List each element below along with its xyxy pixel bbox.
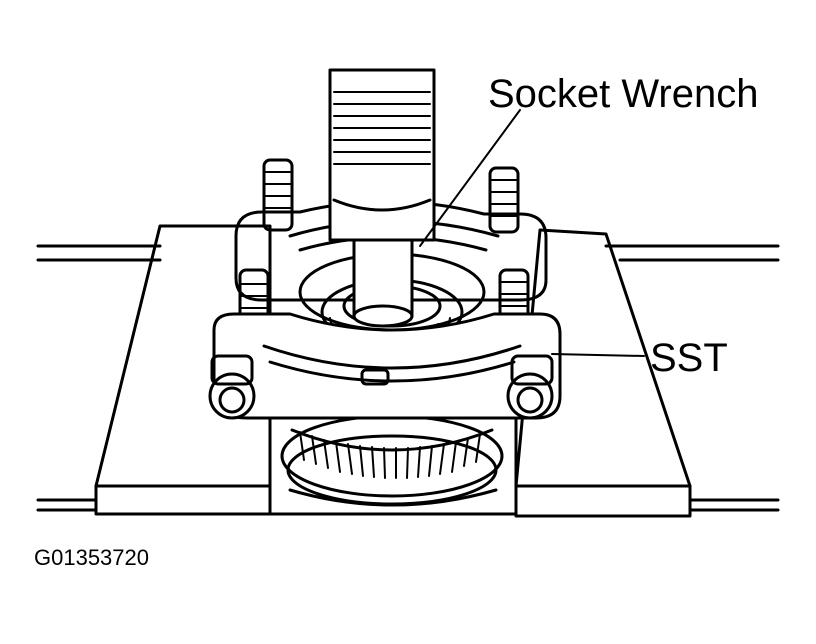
press-bed — [36, 244, 780, 512]
socket-wrench — [328, 68, 436, 328]
bolt-heads — [208, 354, 554, 420]
figure-id: G01353720 — [34, 545, 149, 570]
sst-lower-plate — [212, 312, 562, 420]
sst-label: SST — [650, 336, 728, 380]
sst-leader — [551, 353, 645, 357]
socket-wrench-label: Socket Wrench — [488, 72, 759, 116]
socket-wrench-leader — [419, 109, 521, 247]
